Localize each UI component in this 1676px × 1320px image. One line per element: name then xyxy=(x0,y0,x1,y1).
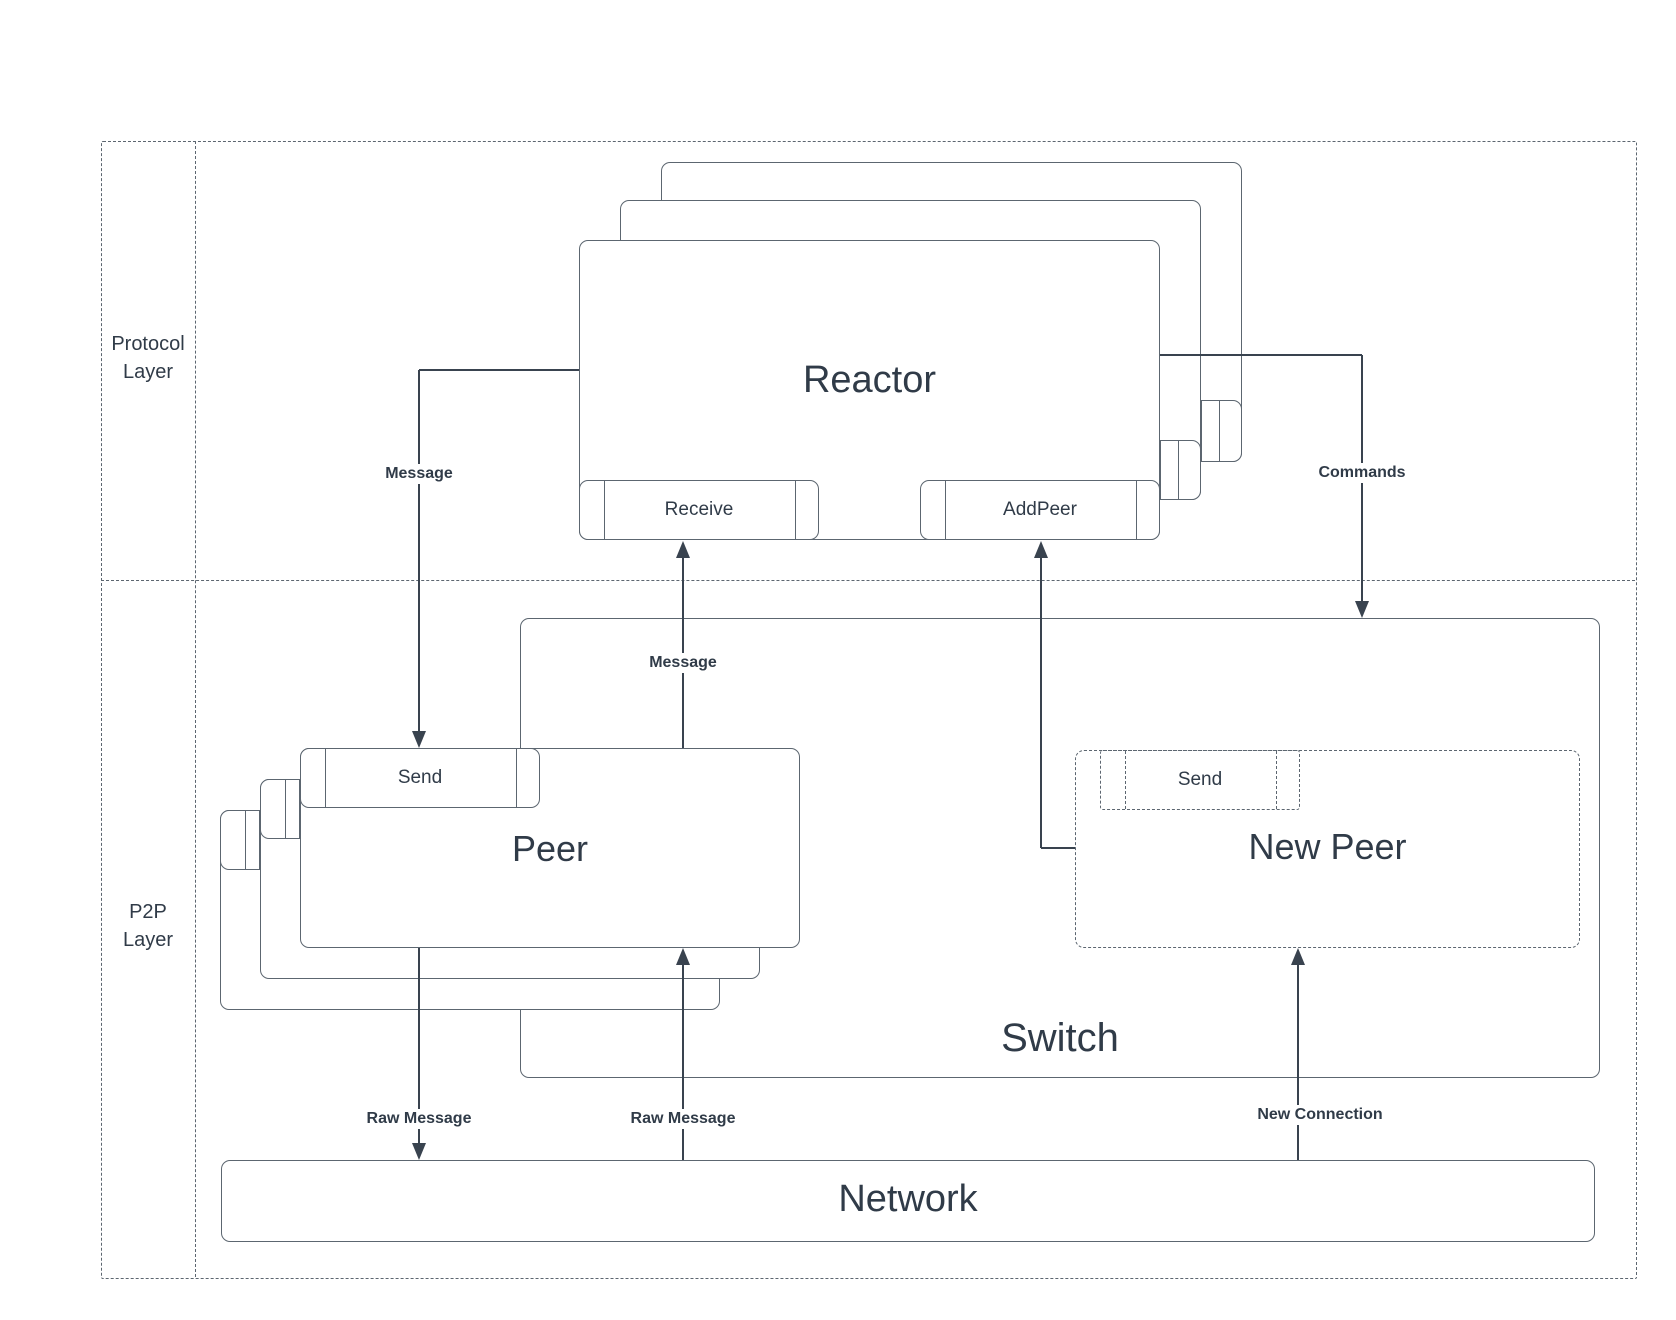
reactor-middle-addpeer-port-fragment xyxy=(1160,440,1201,500)
new-peer-send-port-label: Send xyxy=(1177,769,1223,790)
switch-title: Switch xyxy=(1001,1015,1119,1060)
edge-commands-arrowhead xyxy=(1355,601,1369,618)
network-title: Network xyxy=(838,1177,978,1220)
new-peer-send-port-left-divider xyxy=(1125,751,1126,809)
edge-addpeer-arrowhead xyxy=(1034,541,1048,558)
edge-raw-message-up-vline xyxy=(682,955,684,1160)
reactor-receive-port: Receive xyxy=(579,480,819,540)
peer-middle-send-port-divider xyxy=(285,780,286,838)
edge-message-down-arrowhead xyxy=(412,731,426,748)
edge-new-connection-arrowhead xyxy=(1291,948,1305,965)
p2p-layer-label-line1: P2P xyxy=(129,901,167,923)
edge-message-up-vline xyxy=(682,548,684,748)
edge-raw-message-up-label: Raw Message xyxy=(624,1109,742,1129)
peer-back-send-port-fragment xyxy=(220,810,260,870)
diagram-frame xyxy=(101,141,1637,1279)
reactor-back-addpeer-port-fragment xyxy=(1201,400,1242,462)
reactor-addpeer-port-left-divider xyxy=(945,481,946,539)
edge-raw-message-up-arrowhead xyxy=(676,948,690,965)
protocol-layer-label-line1: Protocol xyxy=(111,333,185,355)
reactor-addpeer-port-right-divider xyxy=(1136,481,1137,539)
peer-send-port: Send xyxy=(300,748,540,808)
peer-send-port-right-divider xyxy=(516,749,517,807)
edge-raw-message-down-arrowhead xyxy=(412,1143,426,1160)
layer-separator xyxy=(101,580,1635,581)
edge-message-down-vline xyxy=(418,370,420,734)
reactor-addpeer-port-label: AddPeer xyxy=(1003,499,1077,520)
edge-message-up-arrowhead xyxy=(676,541,690,558)
peer-middle-send-port-fragment xyxy=(260,779,300,839)
new-peer-box xyxy=(1075,750,1580,948)
new-peer-send-port: Send xyxy=(1100,750,1300,810)
protocol-layer-label-line2: Layer xyxy=(122,361,174,383)
peer-back-send-port-divider xyxy=(245,811,246,869)
edge-new-connection-vline xyxy=(1297,955,1299,1160)
edge-raw-message-down-label: Raw Message xyxy=(360,1109,478,1129)
protocol-layer-label: Protocol Layer xyxy=(101,330,195,386)
reactor-receive-port-label: Receive xyxy=(664,499,734,520)
edge-commands-hline xyxy=(1160,354,1362,356)
edge-message-down-label: Message xyxy=(379,464,459,484)
reactor-middle-addpeer-port-divider xyxy=(1178,441,1179,499)
network-box xyxy=(221,1160,1595,1242)
edge-raw-message-down-vline xyxy=(418,948,420,1144)
reactor-receive-port-left-divider xyxy=(604,481,605,539)
p2p-layer-label-line2: Layer xyxy=(122,929,174,951)
reactor-back-addpeer-port-divider xyxy=(1219,401,1220,461)
p2p-layer-label: P2P Layer xyxy=(101,898,195,954)
peer-title: Peer xyxy=(511,828,589,869)
reactor-addpeer-port: AddPeer xyxy=(920,480,1160,540)
reactor-title: Reactor xyxy=(802,358,937,401)
peer-send-port-label: Send xyxy=(397,767,443,788)
new-peer-send-port-right-divider xyxy=(1276,751,1277,809)
edge-commands-label: Commands xyxy=(1312,463,1412,483)
edge-message-up-label: Message xyxy=(643,653,723,673)
edge-new-connection-label: New Connection xyxy=(1251,1105,1389,1125)
peer-send-port-left-divider xyxy=(325,749,326,807)
edge-message-down-hline xyxy=(419,369,579,371)
reactor-receive-port-right-divider xyxy=(795,481,796,539)
new-peer-title: New Peer xyxy=(1248,826,1407,867)
edge-addpeer-vline xyxy=(1040,548,1042,848)
layer-label-divider xyxy=(195,141,196,1277)
edge-addpeer-hline xyxy=(1041,847,1075,849)
